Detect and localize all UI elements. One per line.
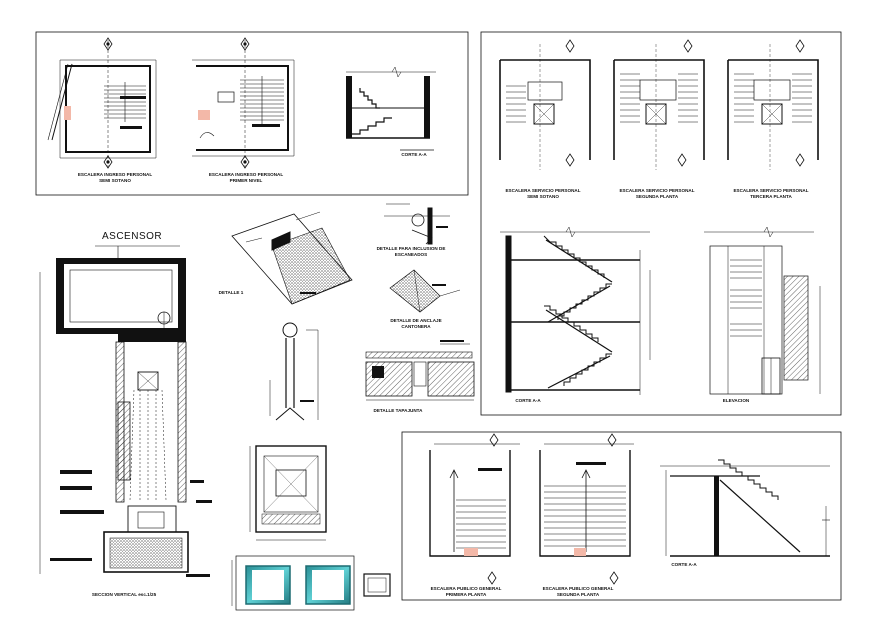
label-level: SEMI SOTANO: [527, 193, 559, 199]
label-text: ESCALERA SERVICIO PERSONAL: [733, 188, 809, 193]
label-servicio-section: CORTE A-A: [515, 398, 541, 403]
label-level: SEMI SOTANO: [99, 177, 131, 183]
label-publico-plan-1: ESCALERA PUBLICO GENERAL PRIMERA PLANTA: [424, 586, 508, 598]
ascensor-section: [39, 245, 212, 577]
column-detail: [269, 322, 319, 421]
label-level: PRIMER NIVEL: [229, 177, 263, 183]
label-ingreso-plan-2: ESCALERA INGRESO PERSONAL PRIMER NIVEL: [200, 172, 292, 184]
label-text: ESCALERA SERVICIO PERSONAL: [505, 188, 581, 193]
label-level: SEGUNDA PLANTA: [635, 193, 679, 199]
label-text: ESCALERA INGRESO PERSONAL: [77, 172, 153, 177]
plan-ingreso-semisotano: [47, 37, 157, 170]
label-level: PRIMERA PLANTA: [445, 591, 487, 597]
label-servicio-plan-3: ESCALERA SERVICIO PERSONAL TERCERA PLANT…: [728, 188, 814, 200]
label-level: SEGUNDA PLANTA: [556, 591, 600, 597]
panel-servicio: [480, 31, 842, 416]
ascensor-title: ASCENSOR: [102, 231, 163, 242]
detail-inclusion: [384, 203, 450, 245]
label-detalle-1: DETALLE 1: [218, 290, 244, 295]
label-ascensor-section: SECCION VERTICAL esc.1/25: [91, 592, 157, 597]
elevator-car-plan: [249, 445, 327, 541]
panel-ingreso: [35, 31, 469, 196]
plan-ingreso-primer-nivel: [192, 37, 295, 170]
plans-servicio: [499, 39, 819, 170]
label-ingreso-section: CORTE A-A: [401, 152, 427, 157]
label-text: ESCALERA INGRESO PERSONAL: [208, 172, 284, 177]
label-servicio-elevation: ELEVACION: [722, 398, 750, 403]
label-ingreso-plan-1: ESCALERA INGRESO PERSONAL SEMI SOTANO: [70, 172, 160, 184]
label-detalle-inclusion: DETALLE PARA INCLUSION DE ESCANEADOS: [376, 246, 446, 257]
panel-publico: [401, 431, 842, 601]
detail-anclaje: [389, 269, 461, 313]
section-servicio: [500, 226, 651, 395]
label-text: ESCALERA PUBLICO GENERAL: [542, 586, 614, 591]
section-ingreso: [346, 66, 436, 151]
teal-door-panels: [231, 555, 391, 611]
label-text: ESCALERA PUBLICO GENERAL: [430, 586, 502, 591]
label-servicio-plan-2: ESCALERA SERVICIO PERSONAL SEGUNDA PLANT…: [614, 188, 700, 200]
label-publico-section: CORTE A-A: [671, 562, 697, 567]
label-publico-plan-2: ESCALERA PUBLICO GENERAL SEGUNDA PLANTA: [536, 586, 620, 598]
label-detalle-tapajunta: DETALLE TAPAJUNTA: [373, 408, 423, 413]
label-level: TERCERA PLANTA: [750, 193, 792, 199]
label-text: ESCALERA SERVICIO PERSONAL: [619, 188, 695, 193]
detail-tapajunta: [365, 340, 475, 401]
label-servicio-plan-1: ESCALERA SERVICIO PERSONAL SEMI SOTANO: [500, 188, 586, 200]
elevation-servicio: [704, 226, 821, 395]
label-detalle-anclaje: DETALLE DE ANCLAJE CANTONERA: [390, 318, 442, 329]
detail-1: [231, 211, 353, 305]
